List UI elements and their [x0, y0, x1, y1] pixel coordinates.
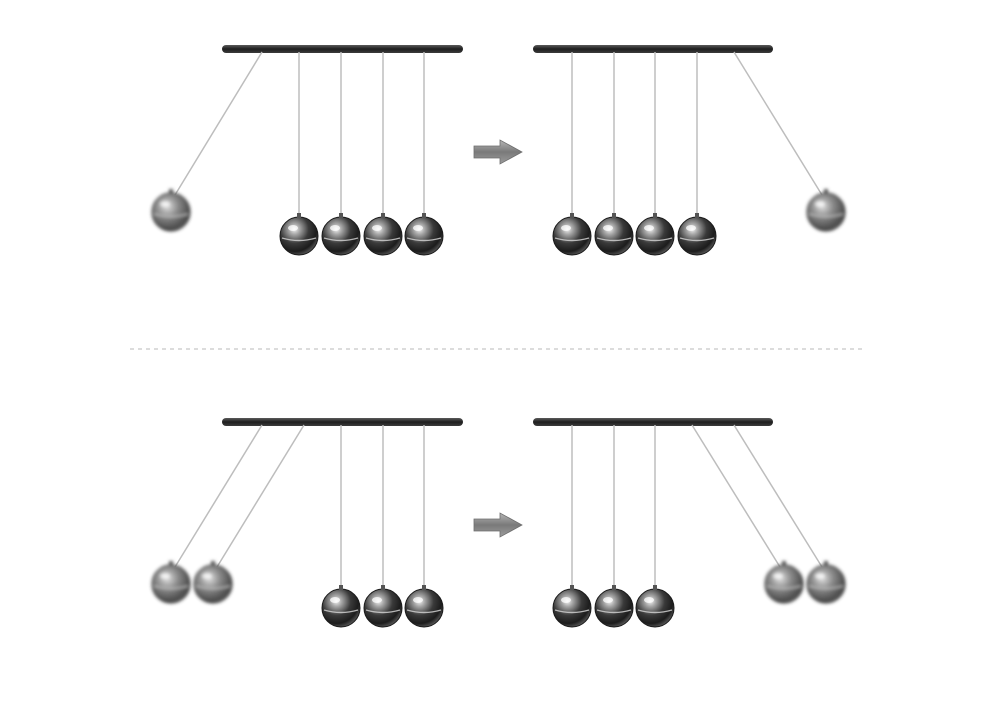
- lifted-ball: [193, 561, 233, 604]
- after-one-ball-row: [533, 45, 846, 256]
- lifted-ball: [764, 561, 804, 604]
- lifted-ball: [151, 561, 191, 604]
- string: [174, 424, 263, 568]
- string: [691, 424, 781, 568]
- resting-ball: [594, 585, 634, 628]
- resting-ball: [552, 585, 592, 628]
- right-arrow-icon: [473, 512, 523, 538]
- cradle-bar: [222, 418, 463, 426]
- resting-ball: [321, 585, 361, 628]
- string: [733, 424, 823, 568]
- resting-ball: [635, 213, 675, 256]
- resting-ball: [677, 213, 717, 256]
- cradle-bar: [533, 45, 773, 53]
- resting-ball: [404, 585, 444, 628]
- cradle-bar: [533, 418, 773, 426]
- resting-ball: [363, 585, 403, 628]
- lifted-ball: [806, 561, 846, 604]
- string: [733, 51, 823, 196]
- string: [174, 51, 263, 196]
- before-two-ball-row: [151, 418, 463, 628]
- resting-ball: [279, 213, 319, 256]
- resting-ball: [635, 585, 675, 628]
- resting-ball: [594, 213, 634, 256]
- resting-ball: [552, 213, 592, 256]
- resting-ball: [404, 213, 444, 256]
- lifted-ball: [151, 189, 191, 232]
- after-two-ball-row: [533, 418, 846, 628]
- before-one-ball-row: [151, 45, 463, 256]
- resting-ball: [363, 213, 403, 256]
- lifted-ball: [806, 189, 846, 232]
- right-arrow-icon: [473, 139, 523, 165]
- cradle-bar: [222, 45, 463, 53]
- string: [216, 424, 305, 568]
- resting-ball: [321, 213, 361, 256]
